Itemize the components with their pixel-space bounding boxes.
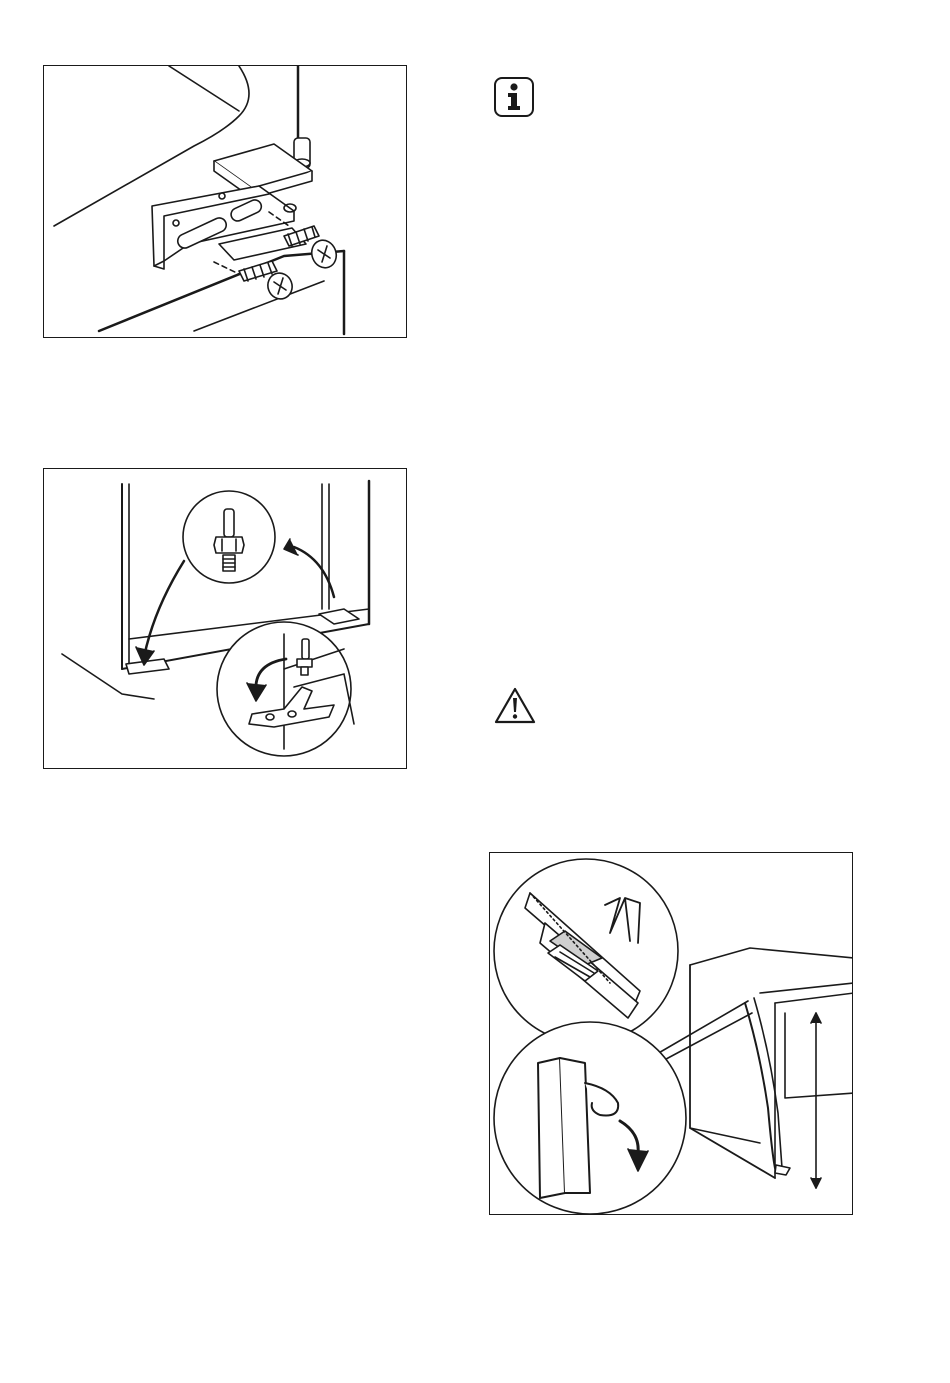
seal-strip-cutting-illustration <box>490 853 853 1215</box>
warning-triangle-icon <box>493 686 537 726</box>
adjustable-foot-figure <box>43 468 407 769</box>
info-icon <box>493 76 535 118</box>
hinge-mounting-figure <box>43 65 407 338</box>
hinge-mounting-illustration <box>44 66 407 338</box>
adjustable-foot-illustration <box>44 469 407 769</box>
seal-strip-figure <box>489 852 853 1215</box>
